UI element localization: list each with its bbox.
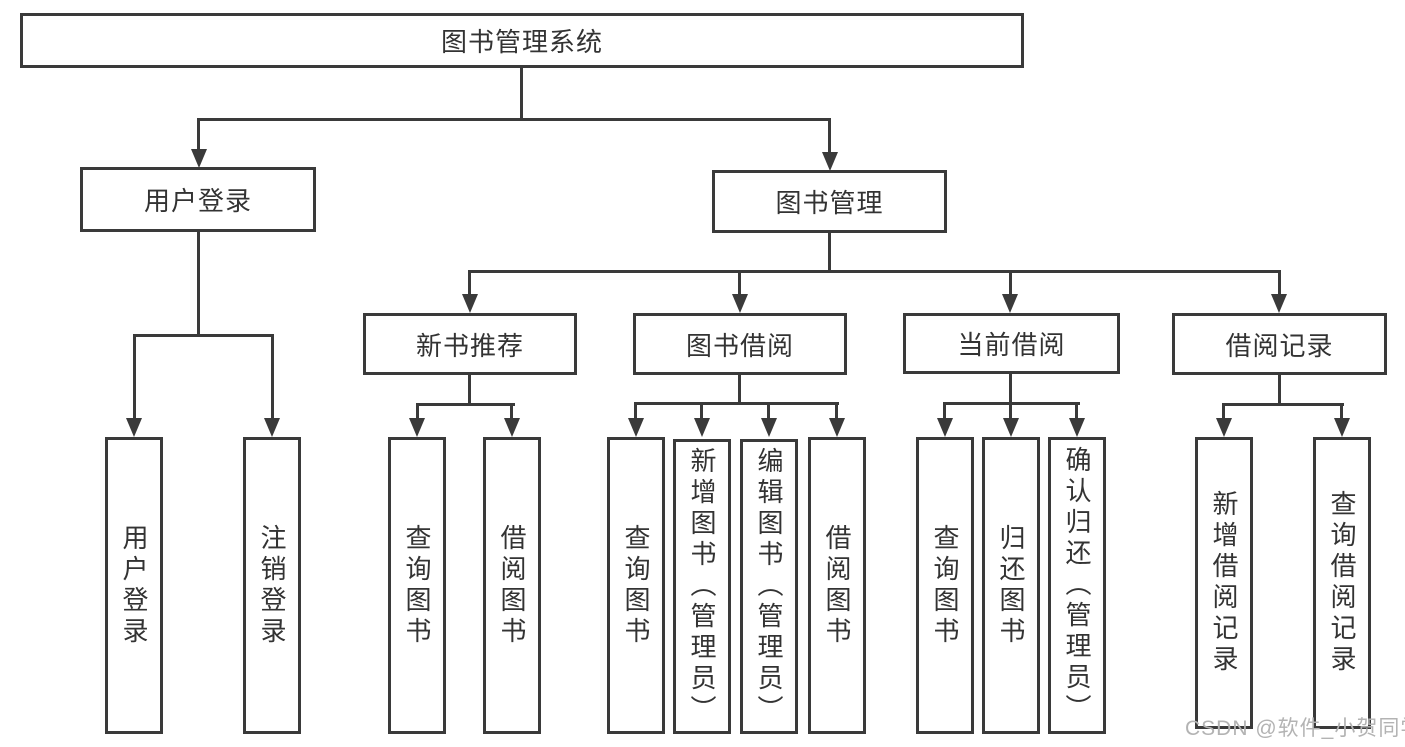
connector-bookmgmt-bus bbox=[468, 270, 1281, 273]
connector-drop-leaf bbox=[1222, 403, 1225, 419]
arrow-down-icon bbox=[264, 418, 280, 437]
connector-bookborrow-stem bbox=[738, 373, 741, 405]
leaf-query-books-current: 查询图书 bbox=[916, 437, 974, 734]
leaf-query-borrow-record-label: 查询借阅记录 bbox=[1327, 490, 1357, 676]
leaf-add-borrow-record: 新增借阅记录 bbox=[1195, 437, 1253, 729]
csdn-watermark: CSDN @软件_小贺同学 bbox=[1185, 717, 1405, 740]
leaf-query-books-borrow-label: 查询图书 bbox=[621, 523, 651, 648]
leaf-user-login: 用户登录 bbox=[105, 437, 163, 734]
leaf-borrow-books-recommend: 借阅图书 bbox=[483, 437, 541, 734]
node-user-login-label: 用户登录 bbox=[143, 186, 252, 216]
arrow-down-icon bbox=[829, 418, 845, 437]
connector-borrowrecord-bus bbox=[1222, 403, 1344, 406]
leaf-edit-book-admin: 编辑图书（管理员） bbox=[740, 439, 798, 734]
connector-drop-leaf bbox=[133, 334, 136, 419]
node-book-management: 图书管理 bbox=[712, 170, 947, 233]
connector-newbook-stem bbox=[468, 373, 471, 406]
leaf-user-login-label: 用户登录 bbox=[119, 523, 149, 648]
node-book-management-label: 图书管理 bbox=[775, 188, 884, 218]
connector-currentborrow-stem bbox=[1009, 373, 1012, 405]
connector-userlogin-bus bbox=[133, 334, 274, 337]
arrow-down-icon bbox=[1216, 418, 1232, 437]
leaf-query-borrow-record: 查询借阅记录 bbox=[1313, 437, 1371, 729]
connector-drop-borrowrecord bbox=[1278, 270, 1281, 296]
leaf-add-borrow-record-label: 新增借阅记录 bbox=[1209, 490, 1239, 676]
connector-root-bus bbox=[197, 118, 831, 121]
arrow-down-icon bbox=[1271, 294, 1287, 313]
connector-drop-leaf bbox=[510, 403, 513, 419]
connector-bookborrow-bus bbox=[634, 402, 839, 405]
connector-drop-bookborrow bbox=[738, 270, 741, 296]
connector-drop-newbook bbox=[468, 270, 471, 296]
connector-drop-leaf bbox=[416, 403, 419, 419]
node-book-borrow-label: 图书借阅 bbox=[685, 330, 794, 361]
node-root-system: 图书管理系统 bbox=[20, 13, 1024, 68]
arrow-down-icon bbox=[761, 418, 777, 437]
node-current-borrow: 当前借阅 bbox=[903, 313, 1120, 374]
arrow-down-icon bbox=[694, 418, 710, 437]
arrow-down-icon bbox=[409, 418, 425, 437]
leaf-confirm-return-admin-label: 确认归还（管理员） bbox=[1062, 446, 1092, 725]
connector-drop-book-mgmt bbox=[828, 118, 831, 153]
connector-root-stem bbox=[520, 66, 523, 121]
connector-drop-currentborrow bbox=[1009, 270, 1012, 296]
arrow-down-icon bbox=[1334, 418, 1350, 437]
leaf-logout: 注销登录 bbox=[243, 437, 301, 734]
leaf-return-book-label: 归还图书 bbox=[996, 523, 1026, 648]
leaf-borrow-books-label: 借阅图书 bbox=[822, 523, 852, 648]
connector-drop-leaf bbox=[835, 402, 838, 419]
connector-borrowrecord-stem bbox=[1278, 373, 1281, 406]
connector-drop-leaf bbox=[767, 402, 770, 419]
node-root-label: 图书管理系统 bbox=[440, 27, 603, 57]
connector-drop-leaf bbox=[1340, 403, 1343, 419]
leaf-query-books-borrow: 查询图书 bbox=[607, 437, 665, 734]
connector-drop-leaf bbox=[271, 334, 274, 419]
arrow-down-icon bbox=[937, 418, 953, 437]
leaf-add-book-admin-label: 新增图书（管理员） bbox=[687, 447, 717, 726]
arrow-down-icon bbox=[462, 294, 478, 313]
leaf-query-books-recommend-label: 查询图书 bbox=[402, 523, 432, 648]
node-borrow-record-label: 借阅记录 bbox=[1225, 330, 1334, 361]
leaf-borrow-books: 借阅图书 bbox=[808, 437, 866, 734]
leaf-confirm-return-admin: 确认归还（管理员） bbox=[1048, 437, 1106, 734]
arrow-down-icon bbox=[628, 418, 644, 437]
connector-drop-leaf bbox=[1009, 402, 1012, 419]
arrow-down-icon bbox=[1003, 418, 1019, 437]
leaf-borrow-books-recommend-label: 借阅图书 bbox=[497, 523, 527, 648]
arrow-down-icon bbox=[1002, 294, 1018, 313]
connector-userlogin-stem bbox=[197, 230, 200, 337]
node-borrow-record: 借阅记录 bbox=[1172, 313, 1387, 375]
arrow-down-icon bbox=[191, 149, 207, 168]
arrow-down-icon bbox=[126, 418, 142, 437]
connector-drop-leaf bbox=[700, 402, 703, 419]
connector-newbook-bus bbox=[416, 403, 515, 406]
arrow-down-icon bbox=[732, 294, 748, 313]
node-book-borrow: 图书借阅 bbox=[633, 313, 847, 375]
connector-bookmgmt-stem bbox=[828, 231, 831, 273]
leaf-query-books-recommend: 查询图书 bbox=[388, 437, 446, 734]
leaf-query-books-current-label: 查询图书 bbox=[930, 523, 960, 648]
arrow-down-icon bbox=[1069, 418, 1085, 437]
connector-drop-leaf bbox=[634, 402, 637, 419]
node-user-login: 用户登录 bbox=[80, 167, 316, 232]
node-current-borrow-label: 当前借阅 bbox=[957, 330, 1066, 360]
leaf-edit-book-admin-label: 编辑图书（管理员） bbox=[754, 447, 784, 726]
node-new-book-recommend: 新书推荐 bbox=[363, 313, 577, 375]
connector-drop-leaf bbox=[943, 402, 946, 419]
connector-drop-user-login bbox=[197, 118, 200, 151]
node-new-book-recommend-label: 新书推荐 bbox=[415, 330, 524, 361]
leaf-logout-label: 注销登录 bbox=[257, 523, 287, 648]
leaf-add-book-admin: 新增图书（管理员） bbox=[673, 439, 731, 734]
arrow-down-icon bbox=[822, 152, 838, 171]
connector-drop-leaf bbox=[1075, 402, 1078, 419]
leaf-return-book: 归还图书 bbox=[982, 437, 1040, 734]
arrow-down-icon bbox=[504, 418, 520, 437]
